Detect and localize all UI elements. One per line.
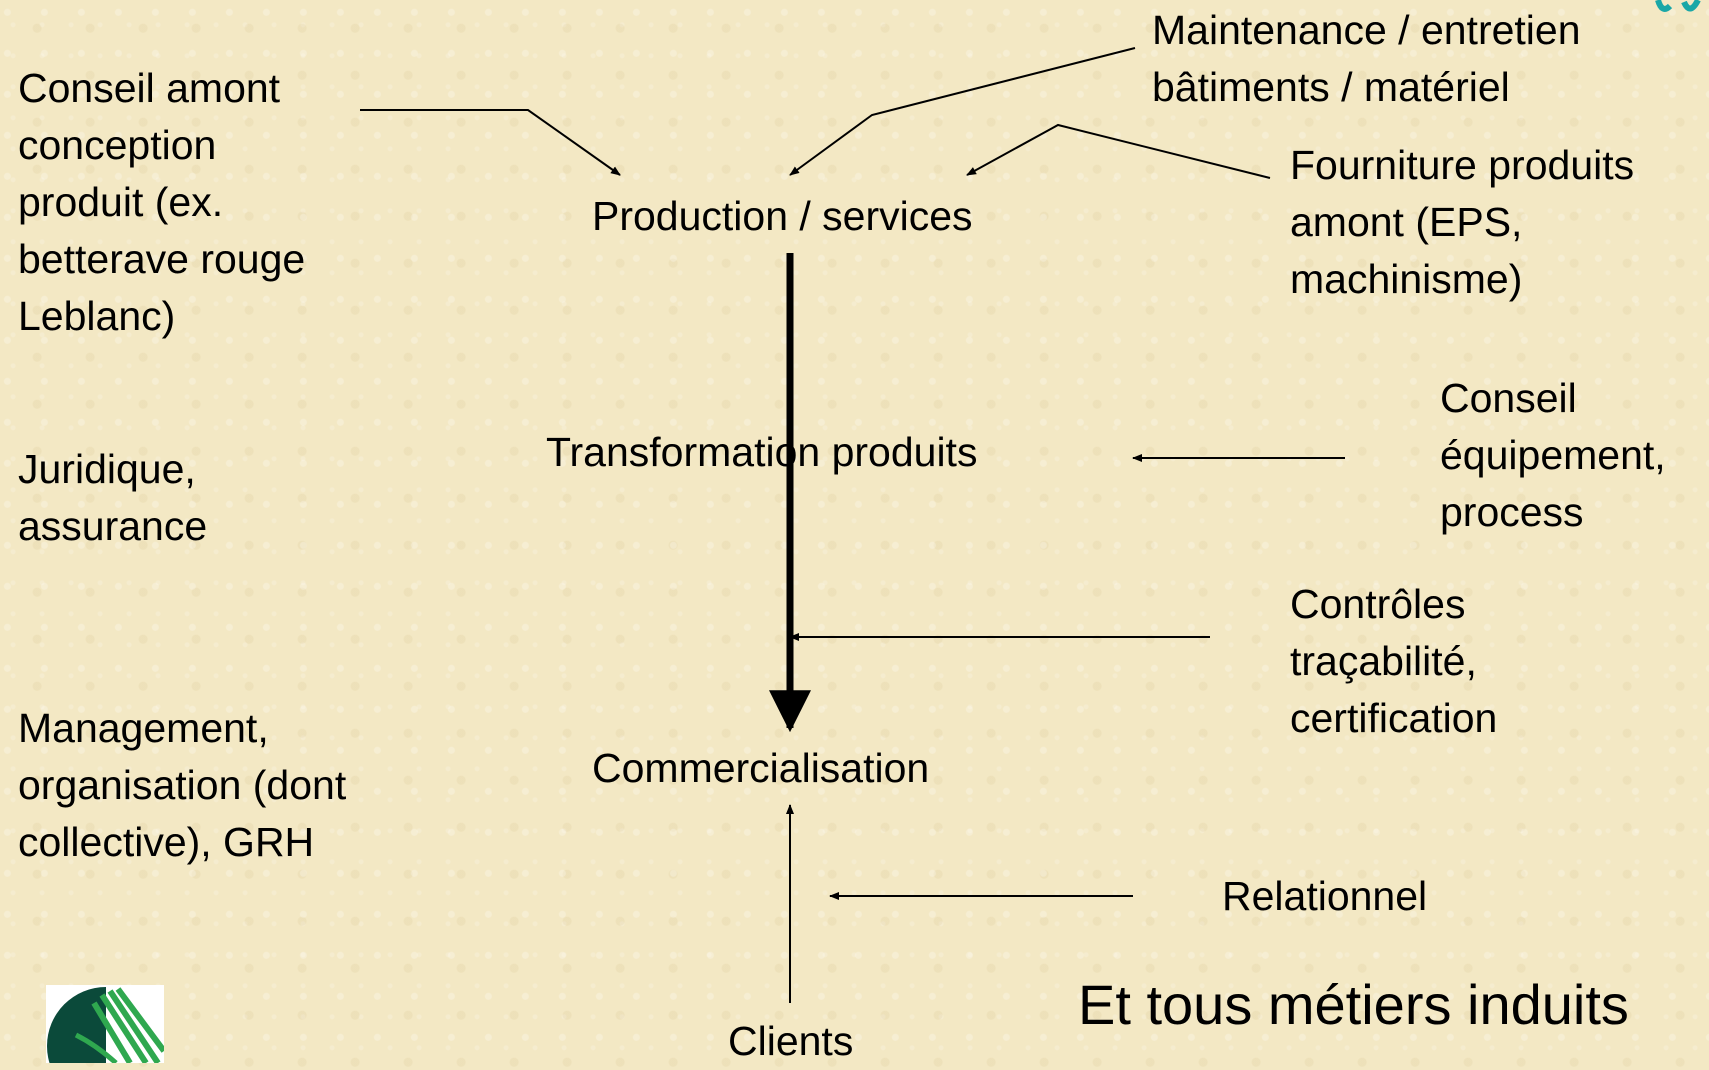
label-conseil-equipement: Conseil équipement, process	[1440, 375, 1666, 535]
label-relationnel: Relationnel	[1222, 873, 1428, 919]
label-clients: Clients	[728, 1018, 854, 1064]
arrow-fourniture	[966, 123, 1271, 179]
label-production: Production / services	[592, 193, 973, 239]
label-management: Management, organisation (dont collectiv…	[18, 705, 347, 865]
label-fourniture: Fourniture produits amont (EPS, machinis…	[1290, 142, 1635, 302]
arrow-maintenance	[789, 47, 1136, 176]
label-commercialisation: Commercialisation	[592, 745, 930, 791]
label-controles: Contrôles traçabilité, certification	[1290, 581, 1498, 741]
label-juridique: Juridique, assurance	[18, 446, 208, 549]
arrow-conseil-amont	[360, 109, 621, 176]
label-maintenance: Maintenance / entretien bâtiments / maté…	[1152, 7, 1581, 110]
label-transformation: Transformation produits	[546, 429, 978, 475]
logo	[46, 985, 164, 1063]
corner-decoration-icon	[1640, 0, 1709, 16]
label-conseil-amont: Conseil amont conception produit (ex. be…	[18, 65, 306, 339]
label-tous-metiers: Et tous métiers induits	[1078, 973, 1629, 1036]
